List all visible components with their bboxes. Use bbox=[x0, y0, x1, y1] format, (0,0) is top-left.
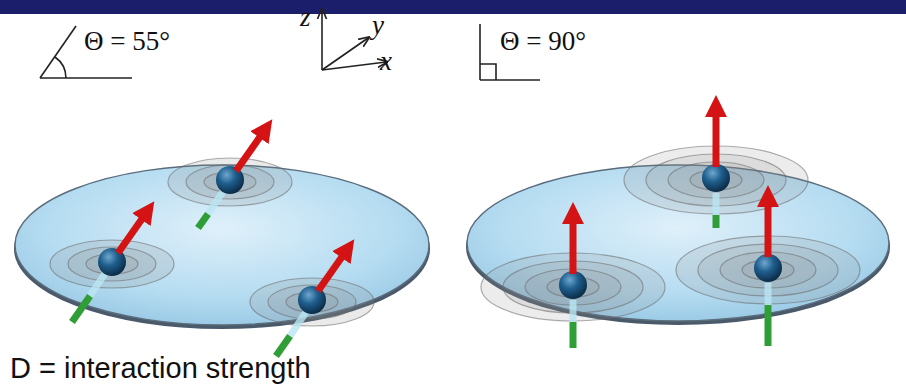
left-ripples bbox=[50, 158, 374, 326]
left-atoms bbox=[72, 134, 344, 356]
angle-label: Θ = 90° bbox=[500, 28, 586, 55]
left-disk bbox=[14, 165, 430, 329]
angle-label: Θ = 55° bbox=[84, 28, 170, 55]
axis-label: z bbox=[300, 4, 311, 31]
axes bbox=[322, 10, 386, 70]
title-bar bbox=[0, 0, 906, 14]
axis-label: x bbox=[380, 48, 392, 75]
right-atoms bbox=[559, 113, 782, 348]
right-ripples bbox=[481, 146, 860, 321]
axis-label: y bbox=[372, 12, 384, 39]
caption-note: D = interaction strength bbox=[10, 354, 311, 383]
